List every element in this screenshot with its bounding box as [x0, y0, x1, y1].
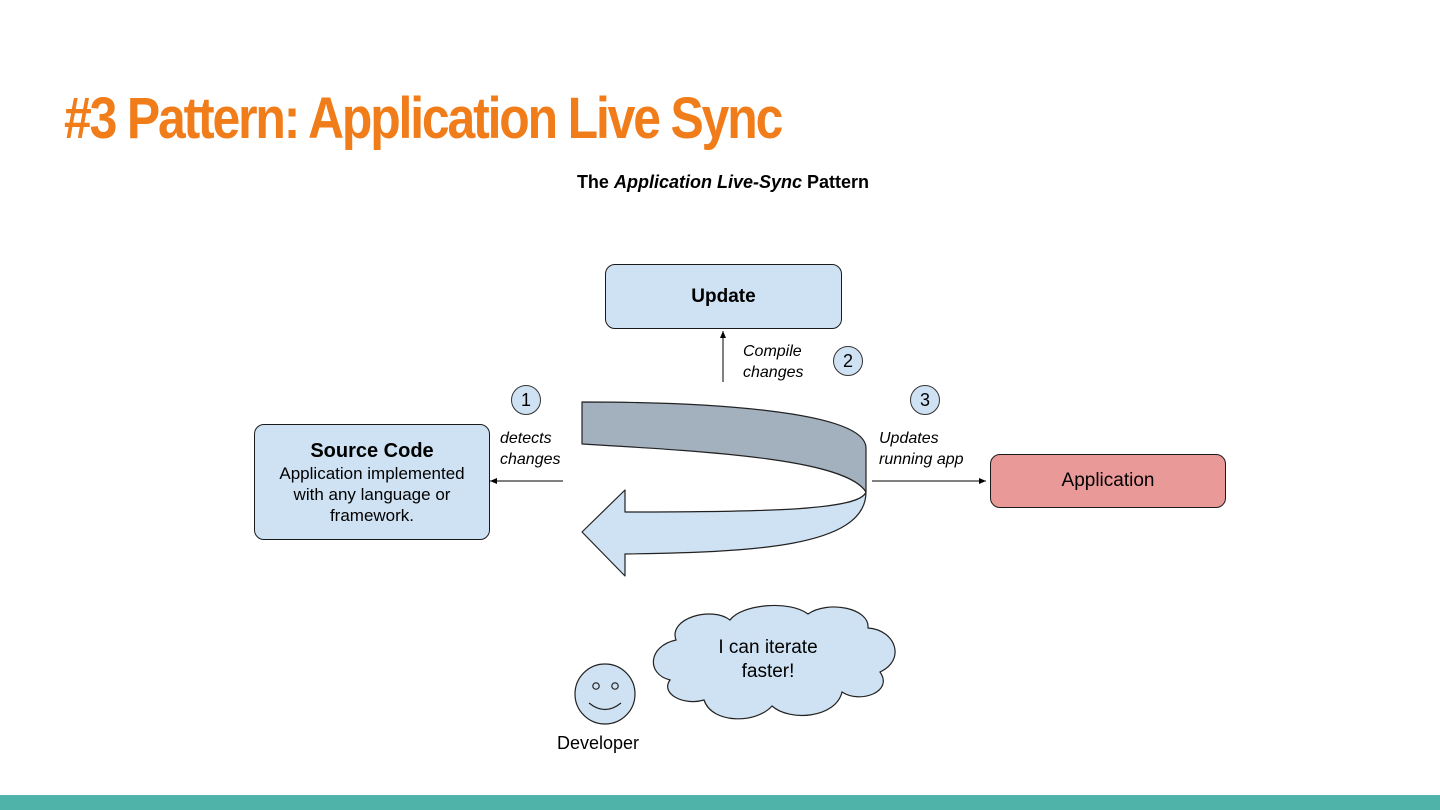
source-code-box: Source Code Application implemented with…	[254, 424, 490, 540]
step-2-label: Compile changes	[743, 341, 804, 383]
step-3-label: Updates running app	[879, 428, 964, 470]
thought-cloud-line-2: faster!	[741, 661, 795, 682]
step-1-label: detects changes	[500, 428, 561, 470]
diagram-title-emphasis: Application Live-Sync	[613, 172, 803, 192]
application-box: Application	[990, 454, 1226, 508]
source-code-heading: Source Code	[310, 439, 434, 462]
step-1-label-line-1: detects	[500, 430, 552, 447]
developer-smiley-icon	[574, 663, 636, 725]
developer-label: Developer	[557, 733, 640, 753]
step-3-label-line-2: running app	[879, 451, 964, 468]
source-code-line-1: Application implemented	[279, 463, 465, 483]
update-box: Update	[605, 264, 842, 329]
source-code-line-2: with any language or	[293, 484, 451, 504]
step-2-label-line-1: Compile	[743, 343, 802, 360]
cycle-arrow-front-band	[581, 489, 867, 577]
step-3-label-line-1: Updates	[879, 430, 939, 447]
step-3-badge: 3	[910, 385, 940, 415]
thought-cloud-line-1: I can iterate	[718, 637, 818, 658]
step-2-badge: 2	[833, 346, 863, 376]
diagram-title: The Application Live-Sync Pattern	[0, 172, 1440, 193]
thought-cloud-text: I can iterate faster!	[690, 636, 846, 684]
slide-title: #3 Pattern: Application Live Sync	[64, 86, 783, 151]
footer-bar	[0, 795, 1440, 810]
diagram-title-prefix: The	[576, 172, 609, 192]
step-1-badge: 1	[511, 385, 541, 415]
diagram-title-suffix: Pattern	[807, 172, 870, 192]
source-code-line-3: framework.	[329, 505, 415, 525]
thought-cloud	[652, 604, 896, 720]
cycle-arrow-back-band	[581, 401, 867, 493]
step-2-label-line-2: changes	[743, 364, 804, 381]
step-1-label-line-2: changes	[500, 451, 561, 468]
